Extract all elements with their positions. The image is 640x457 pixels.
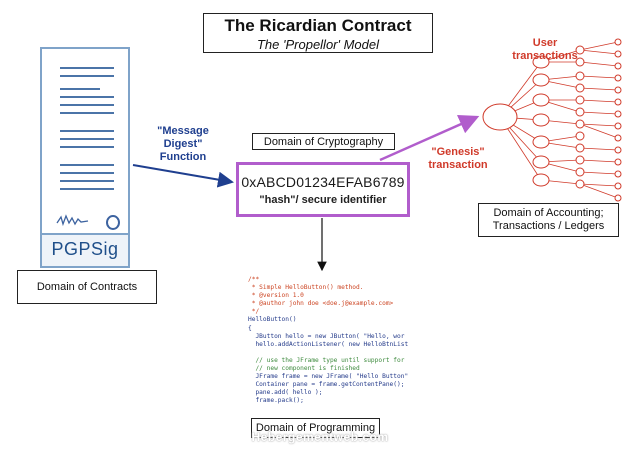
code-line: Container pane = frame.getContentPane(); [248, 381, 405, 389]
code-line: */ [248, 308, 260, 316]
seal-icon [106, 215, 120, 230]
message-digest-line: Digest" [163, 138, 203, 150]
code-line: pane.add( hello ); [248, 389, 323, 397]
doc-line [60, 96, 114, 98]
doc-line [60, 188, 114, 190]
domain-contracts-box: Domain of Contracts [17, 270, 157, 304]
code-line: * @author john doe <doe.j@example.com> [248, 300, 394, 308]
genesis-transaction-label: "Genesis" transaction [418, 146, 498, 172]
hash-caption: "hash"/ secure identifier [259, 194, 387, 206]
doc-line [60, 146, 114, 148]
domain-accounting-line: Transactions / Ledgers [492, 220, 605, 232]
code-line: { [248, 324, 252, 332]
domain-programming-label: Domain of Programming [255, 422, 376, 434]
domain-cryptography-box: Domain of Cryptography [252, 133, 395, 150]
code-line: // new component is finished [248, 365, 360, 373]
doc-line [60, 138, 114, 140]
code-line: JFrame frame = new JFrame( "Hello Button… [248, 373, 408, 381]
ledger-nodes [482, 38, 622, 202]
genesis-arrow [379, 114, 480, 162]
digest-arrow [132, 164, 234, 188]
message-digest-label: "Message Digest" Function [148, 125, 218, 164]
doc-footer: PGPSig [42, 233, 128, 266]
genesis-line: transaction [428, 159, 488, 171]
code-line: // use the JFrame type until support for… [248, 356, 408, 364]
doc-line [60, 88, 100, 90]
domain-accounting-box: Domain of Accounting; Transactions / Led… [478, 203, 619, 237]
domain-cryptography-label: Domain of Cryptography [263, 135, 384, 148]
ledger-propeller [499, 41, 619, 199]
hash-box: 0xABCD01234EFAB6789 "hash"/ secure ident… [236, 162, 410, 217]
code-line: * @version 1.0 [248, 292, 304, 300]
doc-line [60, 130, 114, 132]
domain-contracts-label: Domain of Contracts [36, 281, 138, 293]
message-digest-line: Function [159, 151, 207, 163]
contract-document-icon: PGPSig [40, 47, 130, 268]
user-transactions-line: transactions [512, 50, 578, 62]
code-line: frame.pack(); [248, 397, 304, 405]
domain-programming-box: Domain of Programming [251, 418, 380, 438]
doc-line [60, 67, 114, 69]
diagram-title: The Ricardian Contract [224, 16, 412, 35]
doc-line [60, 180, 114, 182]
code-line: JButton hello = new JButton( "Hello, wor [248, 332, 405, 340]
doc-line [60, 112, 114, 114]
title-box: The Ricardian Contract The 'Propellor' M… [203, 13, 433, 53]
signature-scribble [56, 214, 89, 227]
doc-line [60, 172, 114, 174]
code-line: hello.addActionListener( new HelloBtnLis… [248, 340, 408, 348]
doc-line [60, 164, 114, 166]
pgpsig-label: PGPSig [51, 239, 119, 259]
code-line: frame.show(); // display the fra [248, 406, 408, 407]
user-transactions-line: User [532, 37, 558, 49]
message-digest-line: "Message [157, 125, 209, 137]
diagram-subtitle: The 'Propellor' Model [256, 37, 380, 52]
code-line: * Simple HelloButton() method. [248, 284, 364, 292]
code-line: /** [248, 276, 260, 283]
doc-line [60, 75, 114, 77]
domain-accounting-line: Domain of Accounting; [493, 207, 604, 219]
watermark: Hebergementweb.com [251, 430, 389, 444]
doc-line [60, 104, 114, 106]
code-line [248, 349, 408, 357]
genesis-line: "Genesis" [431, 146, 485, 158]
code-snippet: /** * Simple HelloButton() method. * @ve… [248, 276, 408, 406]
code-line: HelloButton() [248, 316, 297, 324]
hash-value: 0xABCD01234EFAB6789 [241, 174, 405, 190]
user-transactions-label: User transactions [505, 37, 585, 63]
